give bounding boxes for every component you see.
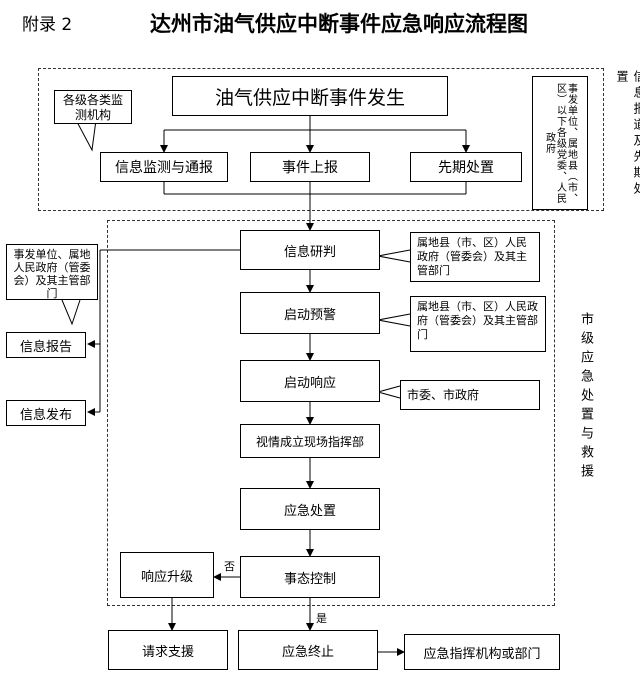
warning-note: 属地县（市、区）人民政府（管委会）及其主管部门	[410, 296, 546, 352]
middle-side-label: 市级应急处置与救援	[578, 312, 593, 483]
yes-label: 是	[316, 612, 327, 625]
top-side-label: 信息报道及先期处置	[615, 70, 640, 198]
upgrade-box[interactable]: 响应升级	[120, 552, 214, 598]
info-release-box[interactable]: 信息发布	[6, 400, 86, 426]
middle-dashed-region	[107, 220, 555, 606]
initial-handling-box[interactable]: 先期处置	[410, 152, 522, 182]
appendix-label: 附录 2	[22, 15, 73, 35]
warning-box[interactable]: 启动预警	[240, 292, 380, 334]
local-authorities-note: 事发单位、属地县（市、区）以下各级党委、人民政府	[532, 76, 588, 210]
command-box[interactable]: 视情成立现场指挥部	[240, 424, 380, 458]
control-box[interactable]: 事态控制	[240, 556, 380, 598]
event-box[interactable]: 油气供应中断事件发生	[172, 76, 448, 116]
handling-box[interactable]: 应急处置	[240, 488, 380, 530]
monitor-agencies-note: 各级各类监测机构	[54, 90, 132, 124]
monitoring-box[interactable]: 信息监测与通报	[100, 152, 228, 182]
research-box[interactable]: 信息研判	[240, 230, 380, 270]
page-title: 达州市油气供应中断事件应急响应流程图	[150, 12, 528, 36]
local-authorities-text: 事发单位、属地县（市、区）以下各级党委、人民政府	[543, 82, 577, 204]
research-note: 属地县（市、区）人民政府（管委会）及其主管部门	[410, 232, 540, 282]
report-box[interactable]: 事件上报	[250, 152, 370, 182]
info-report-box[interactable]: 信息报告	[6, 332, 86, 358]
left-authorities-note: 事发单位、属地人民政府（管委会）及其主管部门	[6, 244, 98, 300]
top-dashed-region	[38, 68, 604, 211]
response-box[interactable]: 启动响应	[240, 360, 380, 402]
no-label: 否	[224, 560, 235, 573]
support-box[interactable]: 请求支援	[108, 630, 228, 670]
agency-box[interactable]: 应急指挥机构或部门	[404, 634, 560, 670]
response-note: 市委、市政府	[400, 380, 540, 410]
terminate-box[interactable]: 应急终止	[238, 630, 378, 670]
